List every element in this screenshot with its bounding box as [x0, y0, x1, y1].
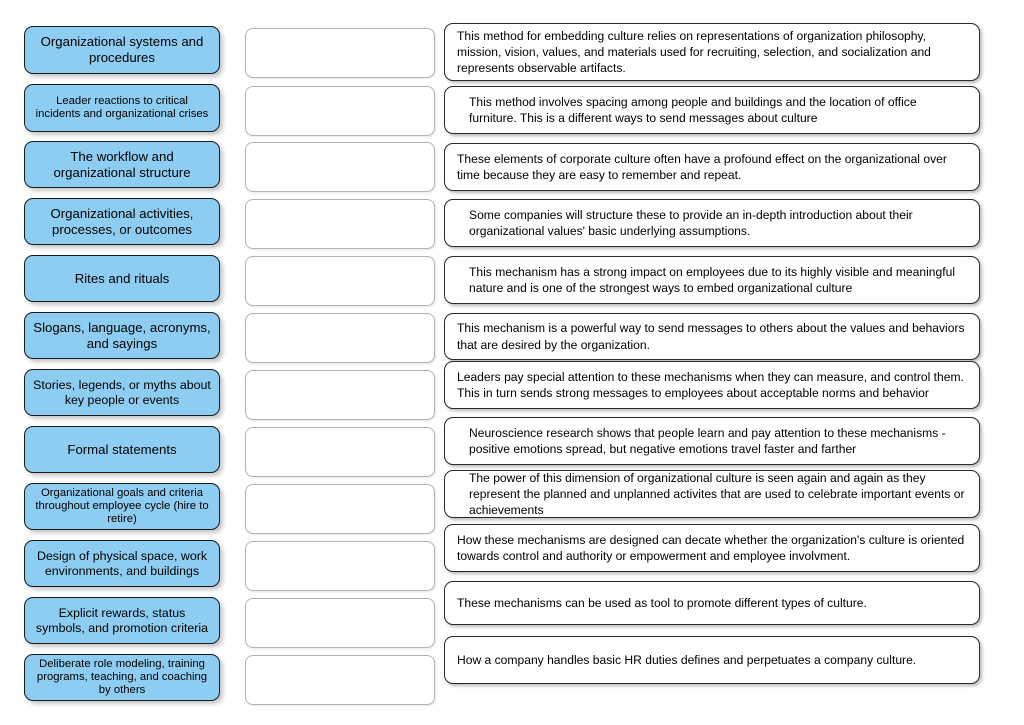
term-tile-label: Stories, legends, or myths about key peo…: [33, 377, 211, 407]
term-tile-3[interactable]: The workflow and organizational structur…: [24, 141, 220, 188]
answer-dropzone-7[interactable]: [245, 370, 435, 420]
description-text: This method involves spacing among peopl…: [469, 94, 917, 125]
term-tile-label: Leader reactions to critical incidents a…: [35, 94, 209, 120]
term-tile-label: Explicit rewards, status symbols, and pr…: [35, 605, 209, 635]
answer-dropzone-5[interactable]: [245, 256, 435, 306]
answer-dropzone-1[interactable]: [245, 28, 435, 78]
description-box-12[interactable]: How a company handles basic HR duties de…: [444, 636, 980, 684]
description-text: The power of this dimension of organizat…: [469, 470, 965, 518]
term-tile-label: Organizational systems and procedures: [40, 34, 204, 65]
term-tile-8[interactable]: Formal statements: [24, 426, 220, 473]
description-box-3[interactable]: These elements of corporate culture ofte…: [444, 143, 980, 191]
description-box-10[interactable]: How these mechanisms are designed can de…: [444, 524, 980, 572]
term-tile-label: Slogans, language, acronyms, and sayings: [33, 319, 211, 351]
description-box-11[interactable]: These mechanisms can be used as tool to …: [444, 581, 980, 625]
term-tile-5[interactable]: Rites and rituals: [24, 255, 220, 302]
answer-dropzone-9[interactable]: [245, 484, 435, 534]
term-tile-label: Formal statements: [67, 441, 177, 457]
description-text: This mechanism has a strong impact on em…: [469, 264, 956, 295]
answer-dropzone-10[interactable]: [245, 541, 435, 591]
term-tile-7[interactable]: Stories, legends, or myths about key peo…: [24, 369, 220, 416]
term-tile-9[interactable]: Organizational goals and criteria throug…: [24, 483, 220, 530]
description-box-8[interactable]: Neuroscience research shows that people …: [444, 417, 980, 465]
description-box-9[interactable]: The power of this dimension of organizat…: [444, 470, 980, 518]
answer-dropzone-11[interactable]: [245, 598, 435, 648]
description-text: Some companies will structure these to p…: [469, 207, 913, 238]
description-text: These mechanisms can be used as tool to …: [457, 595, 867, 610]
description-box-5[interactable]: This mechanism has a strong impact on em…: [444, 256, 980, 304]
answer-dropzone-8[interactable]: [245, 427, 435, 477]
description-text: How these mechanisms are designed can de…: [457, 532, 965, 563]
description-text: This mechanism is a powerful way to send…: [457, 321, 965, 352]
description-text: Neuroscience research shows that people …: [469, 425, 946, 456]
term-tile-label: Rites and rituals: [74, 270, 170, 286]
term-tile-label: Deliberate role modeling, training progr…: [36, 657, 208, 697]
answer-dropzone-4[interactable]: [245, 199, 435, 249]
description-box-6[interactable]: This mechanism is a powerful way to send…: [444, 313, 980, 360]
description-text: This method for embedding culture relies…: [457, 28, 931, 76]
term-tile-4[interactable]: Organizational activities, processes, or…: [24, 198, 220, 245]
term-tile-2[interactable]: Leader reactions to critical incidents a…: [24, 84, 220, 132]
term-tile-label: The workflow and organizational structur…: [53, 148, 191, 180]
term-tile-label: Organizational activities, processes, or…: [50, 205, 194, 237]
term-tile-label: Design of physical space, work environme…: [36, 548, 208, 578]
answer-dropzone-3[interactable]: [245, 142, 435, 192]
description-box-4[interactable]: Some companies will structure these to p…: [444, 199, 980, 247]
description-text: Leaders pay special attention to these m…: [457, 369, 964, 400]
term-tile-6[interactable]: Slogans, language, acronyms, and sayings: [24, 312, 220, 359]
description-text: These elements of corporate culture ofte…: [457, 151, 947, 182]
term-tile-10[interactable]: Design of physical space, work environme…: [24, 540, 220, 587]
term-tile-1[interactable]: Organizational systems and procedures: [24, 26, 220, 74]
term-tile-11[interactable]: Explicit rewards, status symbols, and pr…: [24, 597, 220, 644]
description-text: How a company handles basic HR duties de…: [457, 652, 917, 667]
description-box-2[interactable]: This method involves spacing among peopl…: [444, 86, 980, 134]
term-tile-12[interactable]: Deliberate role modeling, training progr…: [24, 654, 220, 701]
answer-dropzone-6[interactable]: [245, 313, 435, 363]
answer-dropzone-2[interactable]: [245, 86, 435, 136]
description-box-1[interactable]: This method for embedding culture relies…: [444, 23, 980, 81]
description-box-7[interactable]: Leaders pay special attention to these m…: [444, 361, 980, 409]
term-tile-label: Organizational goals and criteria throug…: [35, 486, 209, 526]
answer-dropzone-12[interactable]: [245, 655, 435, 705]
